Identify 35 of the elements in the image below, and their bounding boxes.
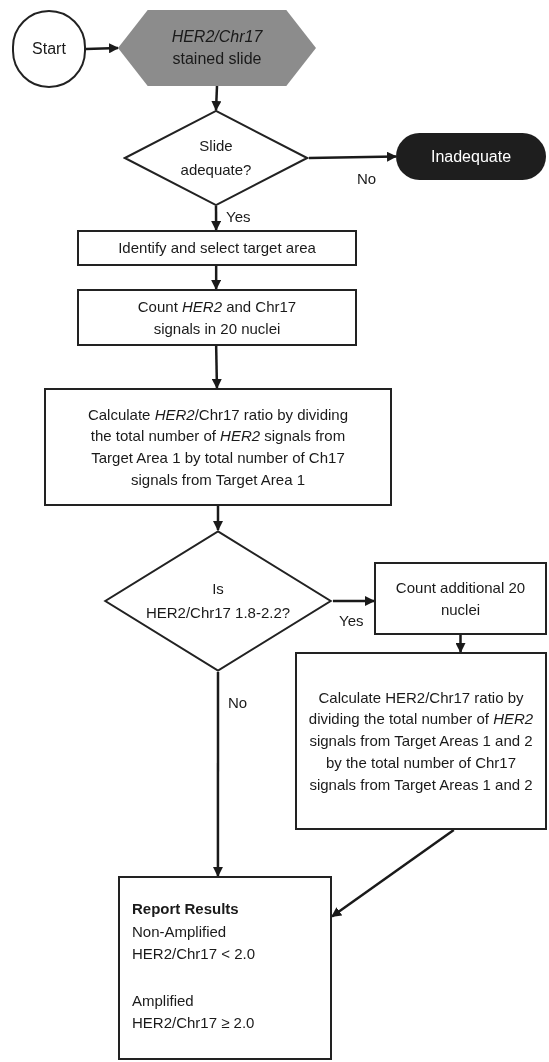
node-text: Start	[32, 39, 66, 59]
result-text: Non-Amplified HER2/Chr17 < 2.0	[132, 921, 256, 964]
process-box	[295, 652, 547, 830]
node-text: Count additional 20 nuclei	[394, 577, 527, 620]
decision-diamond	[123, 110, 309, 206]
arrow	[211, 85, 222, 111]
report-box	[118, 876, 332, 1060]
arrow	[331, 829, 455, 918]
node-text: Calculate HER2/Chr17 ratio by dividing the total number of HER2 signals from Target Area 1 by total number of Ch17 signals from Target Area 1	[86, 404, 350, 490]
arrow	[211, 206, 222, 231]
process-box	[77, 289, 357, 346]
node-text: Slide adequate?	[179, 136, 253, 180]
arrow	[213, 506, 223, 531]
arrow	[308, 151, 397, 162]
arrow	[455, 635, 466, 653]
process-box	[374, 562, 547, 635]
arrow	[333, 596, 375, 606]
process-box	[44, 388, 392, 506]
arrow	[211, 266, 222, 290]
node-text: Count HER2 and Chr17 signals in 20 nuclei	[136, 296, 298, 339]
node-text: Is	[212, 579, 224, 599]
node-text: Inadequate	[430, 146, 512, 167]
node-text: Calculate HER2/Chr17 ratio by dividing the total number of HER2 signals from Target Areas 1 and 2 by the total number of Chr17 signals from Target Areas 1 and 2	[307, 687, 535, 795]
terminal-pill	[396, 133, 546, 180]
report-heading: Report Results	[132, 899, 240, 919]
node-text: HER2/Chr17 1.8-2.2?	[145, 603, 291, 623]
arrow	[85, 43, 119, 54]
node-text: Identify and select target area	[118, 238, 316, 259]
result-text: Amplified HER2/Chr17 ≥ 2.0	[132, 990, 256, 1033]
node-text: HER2/Chr17 stained slide	[170, 27, 264, 69]
slide-hexagon	[118, 10, 316, 86]
decision-diamond	[103, 530, 333, 672]
arrow	[211, 345, 222, 389]
process-box	[77, 230, 357, 266]
arrow	[212, 672, 223, 877]
